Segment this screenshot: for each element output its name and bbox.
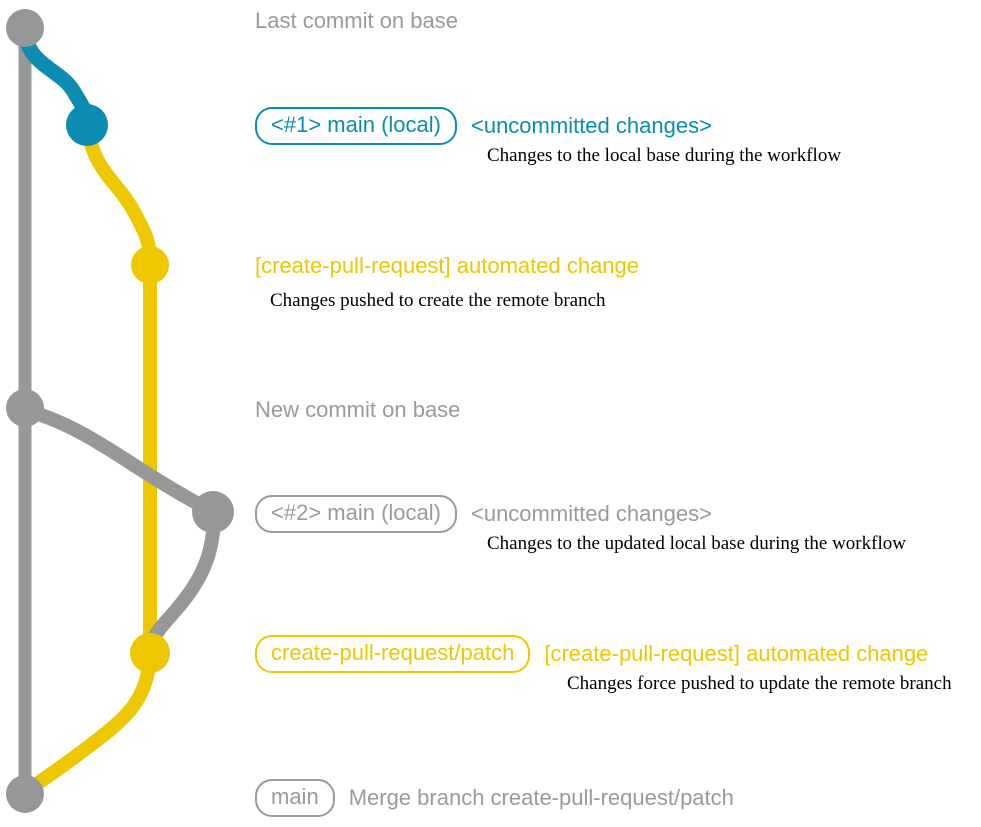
commit-message-automated-change-1: [create-pull-request] automated change: [255, 253, 640, 278]
branch-badge-main[interactable]: main: [255, 779, 335, 817]
commit-message-uncommitted-changes-2: <uncommitted changes>: [470, 500, 712, 526]
branch-badge-main-local-1[interactable]: <#1> main (local): [255, 107, 457, 145]
commit-node-base-new[interactable]: [6, 389, 44, 427]
path-gray-detour-in: [143, 507, 221, 659]
commit-node-merge[interactable]: [6, 775, 44, 813]
heading-new-commit-on-base: New commit on base: [255, 397, 461, 422]
commit-message-merge: Merge branch create-pull-request/patch: [348, 784, 734, 810]
commit-node-local-1[interactable]: [66, 104, 108, 146]
graph-row-local-1: <#1> main (local) <uncommitted changes>: [255, 107, 712, 145]
path-yellow-merge: [19, 647, 157, 799]
subtext-local-1: Changes to the local base during the wor…: [487, 145, 842, 166]
commit-node-automated-2[interactable]: [130, 633, 170, 673]
commit-message-uncommitted-changes-1: <uncommitted changes>: [470, 112, 712, 138]
graph-row-patch-branch: create-pull-request/patch [create-pull-r…: [255, 635, 928, 673]
commit-node-base-last[interactable]: [6, 9, 44, 47]
subtext-local-2: Changes to the updated local base during…: [487, 533, 906, 554]
heading-last-commit-on-base: Last commit on base: [255, 8, 458, 33]
graph-row-new-commit-on-base: New commit on base: [255, 397, 460, 423]
branch-badge-create-pull-request-patch[interactable]: create-pull-request/patch: [255, 635, 531, 673]
graph-row-merge: main Merge branch create-pull-request/pa…: [255, 779, 734, 817]
commit-node-local-2[interactable]: [192, 491, 234, 533]
path-gray-detour-out: [19, 403, 219, 518]
path-yellow-to-patch: [81, 119, 157, 271]
subtext-patch-branch: Changes force pushed to update the remot…: [567, 673, 952, 694]
graph-row-automated-change-1: [create-pull-request] automated change: [255, 253, 639, 279]
graph-row-local-2: <#2> main (local) <uncommitted changes>: [255, 495, 712, 533]
commit-message-automated-change-2: [create-pull-request] automated change: [544, 640, 929, 666]
subtext-automated-change-1: Changes pushed to create the remote bran…: [270, 290, 606, 311]
graph-row-last-commit-on-base: Last commit on base: [255, 8, 458, 34]
commit-node-automated-1[interactable]: [131, 246, 169, 284]
branch-badge-main-local-2[interactable]: <#2> main (local): [255, 495, 457, 533]
